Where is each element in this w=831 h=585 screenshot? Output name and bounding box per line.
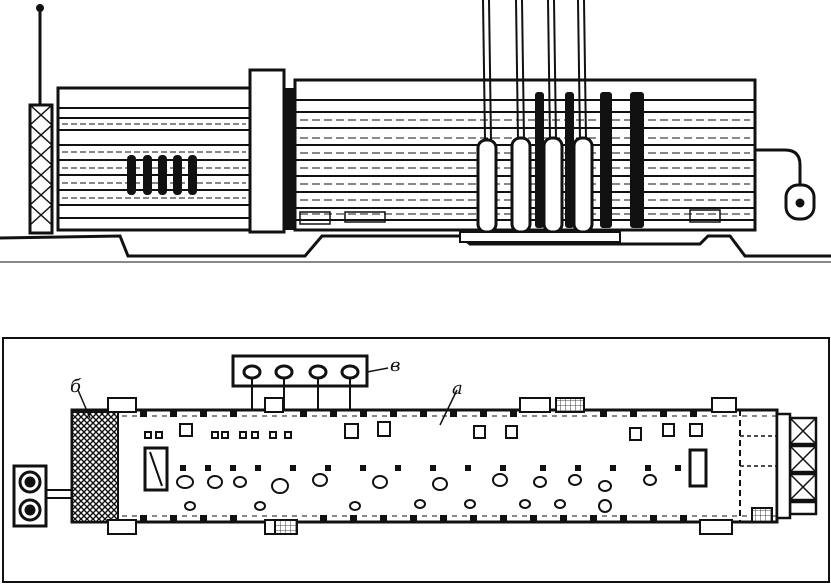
left-end-units (12, 464, 72, 528)
leader-a (439, 389, 458, 426)
column-markers (140, 410, 697, 522)
leader-b (77, 389, 91, 419)
interior-equipment (143, 421, 708, 513)
section-b (71, 411, 119, 523)
building-right (293, 78, 757, 232)
wall-bumps (107, 397, 737, 535)
hanging-units (127, 155, 197, 195)
ground-line (0, 234, 831, 258)
label-b: б (70, 376, 82, 397)
plan-frame (2, 337, 830, 583)
label-a: а (452, 378, 463, 399)
building-left (56, 86, 252, 232)
elevation-view (0, 0, 831, 263)
lattice-tower (28, 4, 54, 235)
right-end-units (775, 412, 818, 520)
electrode-columns (459, 0, 644, 243)
side-tank (755, 148, 816, 221)
plan-view: в а б (2, 337, 830, 583)
label-v: в (390, 355, 400, 376)
section-v (231, 354, 369, 410)
center-column (248, 68, 286, 234)
leader-v (366, 367, 389, 373)
